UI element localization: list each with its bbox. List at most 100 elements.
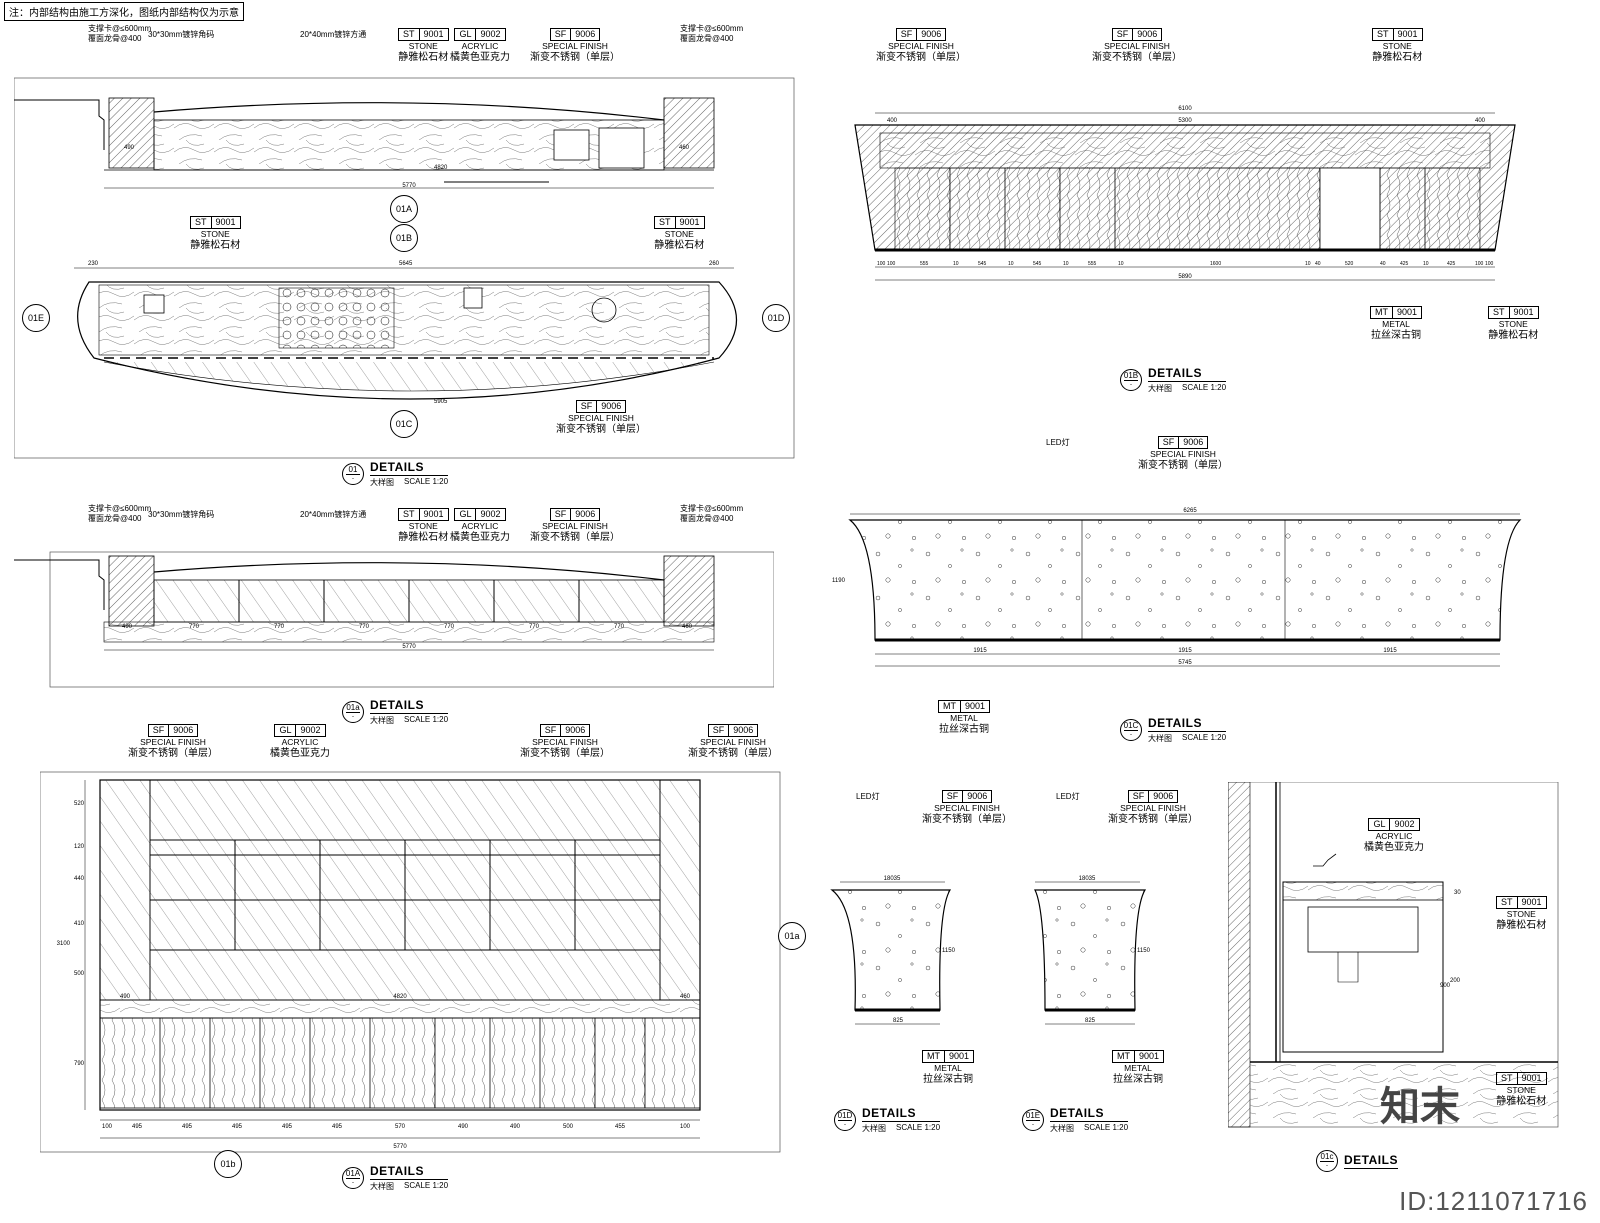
dim-a-seg: 495 (182, 1124, 193, 1130)
dim-b-seg: 10 (1305, 261, 1311, 267)
dim-a-total: 5770 (393, 1144, 407, 1150)
dim-a-total-h: 3100 (57, 941, 71, 947)
dim-b-seg: 100 (887, 261, 896, 267)
dim-b-seg: 545 (978, 261, 987, 267)
dim-b-seg: 10 (1063, 261, 1069, 267)
dim-plan2-arc: 5905 (434, 399, 448, 405)
dim-plana-total: 5770 (402, 644, 416, 650)
elevation-01C-drawing: 6265 1915 1915 1915 5745 1190 (832, 508, 1522, 667)
dim-b-r: 400 (1475, 118, 1486, 124)
dim-b-seg: 555 (920, 261, 929, 267)
dim-b-seg: 10 (1118, 261, 1124, 267)
dim-a-mid: 4820 (393, 994, 407, 1000)
dim-b-seg: 10 (953, 261, 959, 267)
plan-01-drawing: 5770 490 4820 460 230 5645 260 5905 (14, 77, 795, 459)
dim-a-seg: 495 (232, 1124, 243, 1130)
dim-plana-seg: 770 (444, 624, 455, 630)
drawing-note: 注：内部结构由施工方深化，图纸内部结构仅为示意 (4, 2, 244, 21)
dim-plan-left: 490 (124, 145, 135, 151)
dim-plana-seg: 460 (682, 624, 693, 630)
plan-note-tube: 20*40mm镀锌方通 (300, 30, 367, 39)
dim-plana-seg: 770 (529, 624, 540, 630)
watermark-id: ID:1211071716 (1399, 1186, 1588, 1216)
elevation-01D-drawing: 18035 825 1150 (830, 876, 956, 1025)
dim-plan-right: 460 (679, 145, 690, 151)
section-mark-01a[interactable]: 01a (778, 922, 806, 950)
dim-b-seg: 10 (1423, 261, 1429, 267)
section-mark-01E[interactable]: 01E (22, 304, 50, 332)
dim-d-top: 18035 (884, 876, 901, 882)
elevation-01A-drawing: 5770 4820 490 460 100 495 495 495 495 49… (40, 771, 781, 1153)
section-mark-01A[interactable]: 01A (390, 195, 418, 223)
dim-b-seg: 10 (1008, 261, 1014, 267)
dim-a-h: 520 (74, 801, 85, 807)
dim-e-top: 18035 (1079, 876, 1096, 882)
section-mark-01B[interactable]: 01B (390, 224, 418, 252)
dim-c-seg: 1915 (1383, 648, 1397, 654)
dim-d-h: 1150 (942, 948, 956, 954)
plan-01a-drawing: 5770 490 770 770 770 770 770 770 460 (14, 551, 774, 688)
dim-a-seg: 100 (680, 1124, 691, 1130)
dim-d-bottom: 825 (893, 1018, 904, 1024)
section-01c-drawing: 30 200 900 (1228, 782, 1559, 1128)
dim-plana-seg: 770 (274, 624, 285, 630)
dim-a-r: 460 (680, 994, 691, 1000)
dim-b-seg: 520 (1345, 261, 1354, 267)
dim-b-total: 6100 (1178, 106, 1192, 112)
section-mark-01C[interactable]: 01C (390, 410, 418, 438)
dim-a-h: 410 (74, 921, 85, 927)
dim-b-seg: 40 (1315, 261, 1321, 267)
dim-plan2-r: 260 (709, 261, 720, 267)
dim-a-seg: 495 (132, 1124, 143, 1130)
plana-note-tube: 20*40mm镀锌方通 (300, 510, 367, 519)
dim-cd-h: 200 (1450, 978, 1461, 984)
dim-a-h: 790 (74, 1061, 85, 1067)
dim-b-seg: 425 (1400, 261, 1409, 267)
dim-b-seg: 100 (1475, 261, 1484, 267)
dim-plan-total: 5770 (402, 183, 416, 189)
dim-plana-seg: 770 (189, 624, 200, 630)
dim-a-h: 500 (74, 971, 85, 977)
section-mark-01b[interactable]: 01b (214, 1150, 242, 1178)
dim-b-inner: 5300 (1178, 118, 1192, 124)
plana-note-angle: 30*30mm镀锌角码 (148, 510, 215, 519)
dim-b-seg: 40 (1380, 261, 1386, 267)
dim-c-seg: 1915 (1178, 648, 1192, 654)
dim-plan-mid: 4820 (434, 165, 448, 171)
led-note-e: LED灯 (1056, 792, 1080, 801)
section-mark-01D[interactable]: 01D (762, 304, 790, 332)
elevation-01B-drawing: 6100 400 5300 400 100 100 555 10 545 10 … (854, 106, 1516, 281)
dim-cd-h: 30 (1454, 890, 1461, 896)
dim-b-seg: 100 (1485, 261, 1494, 267)
dim-c-h: 1190 (832, 578, 846, 584)
dim-e-bottom: 825 (1085, 1018, 1096, 1024)
dim-cd-h: 900 (1440, 983, 1451, 989)
